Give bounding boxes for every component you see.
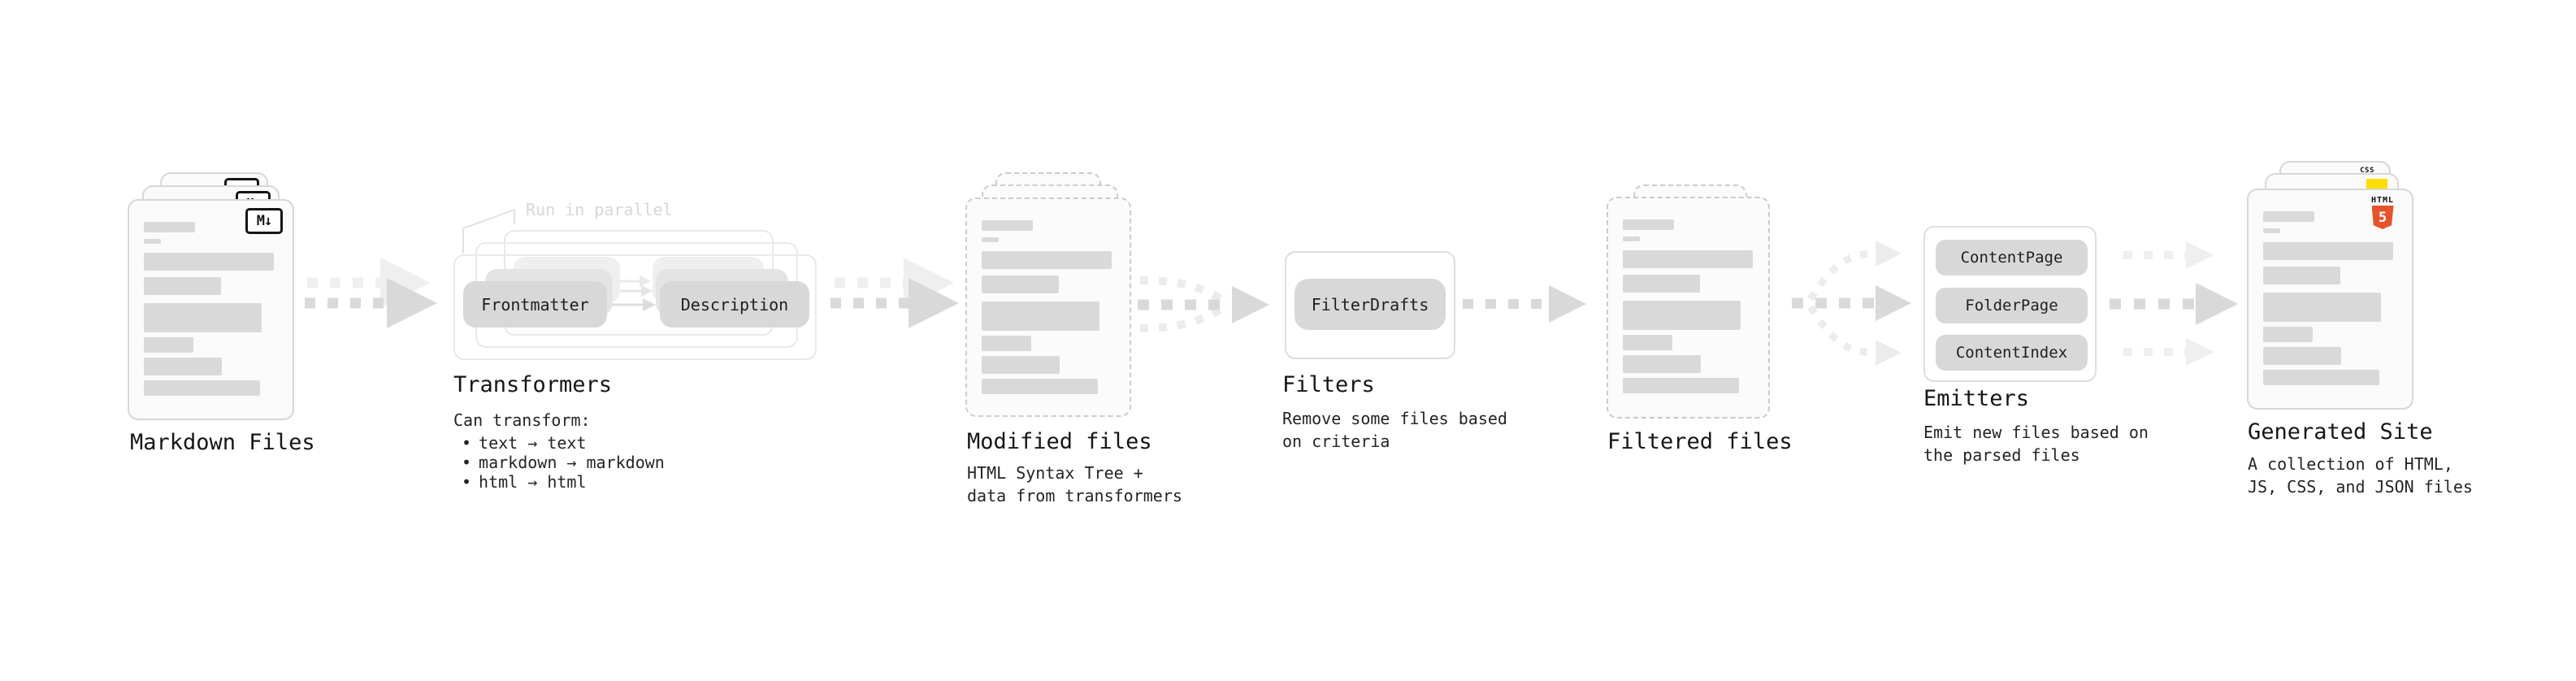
stage-modified-files xyxy=(965,172,1160,424)
modified-file-card-front xyxy=(965,197,1131,417)
emitters-heading: Emitters xyxy=(1923,386,2030,411)
skeleton-bar xyxy=(144,337,193,353)
html5-icon-shield: 5 xyxy=(2371,206,2394,229)
filters-heading: Filters xyxy=(1282,372,1375,397)
filters-card: FilterDrafts xyxy=(1285,251,1455,359)
arrow-transformers-to-modified xyxy=(830,258,959,328)
html5-icon-label: HTML xyxy=(2370,196,2395,205)
html5-icon: HTML 5 xyxy=(2365,196,2400,229)
stage-generated-site: CSS HTML 5 xyxy=(2247,161,2446,413)
modified-files-heading: Modified files xyxy=(967,429,1152,454)
generated-site-heading: Generated Site xyxy=(2248,419,2433,445)
arrow-emitters-to-site xyxy=(2110,241,2238,366)
bullet-text: text → text xyxy=(479,433,587,453)
bullet-glyph: • xyxy=(462,433,472,453)
skeleton-bar xyxy=(2263,211,2314,222)
emitters-caption: Emit new files based on the parsed files xyxy=(1923,421,2149,466)
bullet-text: html → html xyxy=(479,472,587,492)
site-file-card-html: HTML 5 xyxy=(2247,189,2413,410)
contentindex-pill: ContentIndex xyxy=(1936,335,2088,371)
skeleton-bar xyxy=(1623,219,1674,230)
skeleton-bar xyxy=(2263,242,2393,260)
arrow-filters-to-filtered xyxy=(1463,285,1586,323)
transformers-caption-title: Can transform: xyxy=(453,410,591,430)
modified-files-caption: HTML Syntax Tree + data from transformer… xyxy=(967,462,1182,507)
arrow-filtered-to-emitters xyxy=(1792,241,1911,366)
skeleton-bar xyxy=(144,303,262,332)
markdown-icon: M↓ xyxy=(245,208,283,234)
skeleton-bar xyxy=(1623,236,1640,241)
folderpage-pill: FolderPage xyxy=(1936,288,2088,323)
css-icon-label: CSS xyxy=(2360,167,2374,175)
caption-line: data from transformers xyxy=(967,486,1182,505)
skeleton-bar xyxy=(144,277,221,295)
skeleton-bar xyxy=(144,380,260,396)
skeleton-bar xyxy=(144,222,195,232)
skeleton-bar xyxy=(2263,267,2340,284)
contentpage-pill: ContentPage xyxy=(1936,240,2088,275)
skeleton-bar xyxy=(1623,335,1672,350)
frontmatter-pill: Frontmatter xyxy=(463,281,607,327)
transformer-layer-front: Frontmatter Description xyxy=(453,254,817,360)
skeleton-bar xyxy=(144,239,161,244)
skeleton-bar xyxy=(982,251,1112,269)
skeleton-bar xyxy=(2263,228,2280,233)
run-in-parallel-annotation: Run in parallel xyxy=(526,200,673,219)
filtered-files-heading: Filtered files xyxy=(1607,429,1793,454)
description-pill: Description xyxy=(660,281,809,327)
caption-line: on criteria xyxy=(1282,432,1390,451)
generated-site-caption: A collection of HTML, JS, CSS, and JSON … xyxy=(2248,453,2473,498)
bullet-item: • html → html xyxy=(453,472,665,492)
skeleton-bar xyxy=(982,379,1098,394)
caption-line: HTML Syntax Tree + xyxy=(967,463,1143,483)
transformers-bullet-list: • text → text • markdown → markdown • ht… xyxy=(453,433,665,492)
bullet-item: • text → text xyxy=(453,433,665,453)
bullet-glyph: • xyxy=(462,453,472,472)
filters-caption: Remove some files based on criteria xyxy=(1282,407,1507,453)
stage-markdown-files: M↓ M↓ M↓ xyxy=(128,172,327,424)
skeleton-bar xyxy=(982,301,1099,331)
skeleton-bar xyxy=(1623,250,1753,268)
bullet-glyph: • xyxy=(462,472,472,492)
markdown-files-heading: Markdown Files xyxy=(130,430,315,455)
skeleton-bar xyxy=(1623,275,1700,293)
skeleton-bar xyxy=(982,275,1059,293)
skeleton-bar xyxy=(982,237,999,242)
skeleton-bar xyxy=(1623,301,1741,330)
skeleton-bar xyxy=(2263,347,2341,365)
skeleton-bar xyxy=(982,220,1033,231)
bullet-text: markdown → markdown xyxy=(479,453,665,472)
markdown-file-card-front: M↓ xyxy=(128,199,294,420)
caption-line: the parsed files xyxy=(1923,445,2080,465)
filterdrafts-pill: FilterDrafts xyxy=(1295,279,1446,330)
skeleton-bar xyxy=(1623,378,1739,393)
html5-icon-number: 5 xyxy=(2378,209,2387,226)
caption-line: Remove some files based xyxy=(1282,409,1507,428)
transformers-heading: Transformers xyxy=(453,372,613,397)
caption-line: A collection of HTML, xyxy=(2248,454,2453,474)
skeleton-bar xyxy=(144,253,274,271)
skeleton-bar xyxy=(1623,355,1701,373)
skeleton-bar xyxy=(982,336,1031,351)
skeleton-bar xyxy=(144,358,222,375)
bullet-item: • markdown → markdown xyxy=(453,453,665,472)
caption-line: Emit new files based on xyxy=(1923,423,2149,442)
skeleton-bar xyxy=(2263,327,2313,342)
js-file-icon xyxy=(2366,179,2387,190)
filtered-file-card-front xyxy=(1607,197,1770,419)
emitters-card: ContentPage FolderPage ContentIndex xyxy=(1923,226,2097,382)
skeleton-bar xyxy=(2263,370,2379,385)
skeleton-bar xyxy=(2263,293,2381,322)
caption-line: JS, CSS, and JSON files xyxy=(2248,477,2473,497)
skeleton-bar xyxy=(982,356,1060,374)
stage-filtered-files xyxy=(1607,184,1802,428)
